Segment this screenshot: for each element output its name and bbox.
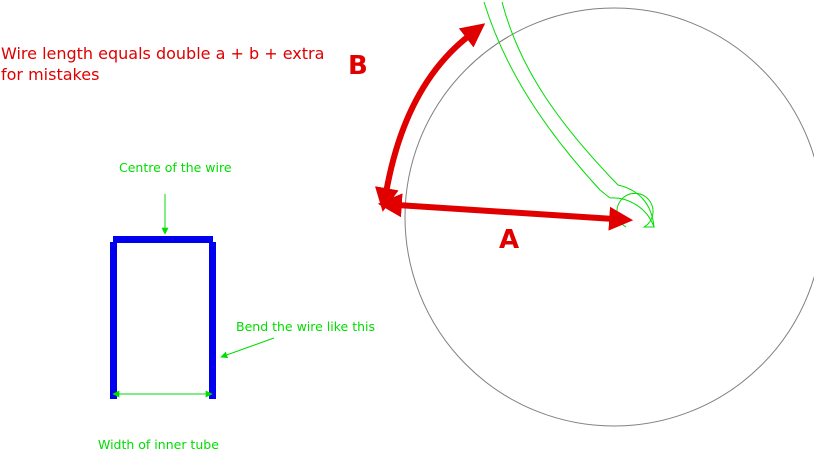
width-inner-tube-label: Width of inner tube	[98, 437, 219, 452]
label-b: B	[348, 51, 368, 81]
wire-length-note-line1: Wire length equals double a + b + extra	[1, 44, 324, 63]
wire-left-leg	[110, 242, 117, 399]
hub-outline	[609, 192, 655, 228]
label-a: A	[499, 225, 519, 255]
arrow-a	[377, 193, 634, 231]
wire-right-leg	[209, 242, 216, 399]
arrow-b	[375, 23, 486, 212]
wire-top	[113, 236, 213, 243]
wire-length-note-line2: for mistakes	[1, 65, 99, 84]
fork-outline-outer	[501, 1, 619, 186]
hub-outline-top	[617, 184, 655, 228]
centre-of-wire-label: Centre of the wire	[119, 160, 232, 175]
bend-arrow	[220, 337, 275, 359]
bend-wire-label: Bend the wire like this	[236, 319, 375, 334]
fork-outline-inner	[483, 1, 611, 199]
